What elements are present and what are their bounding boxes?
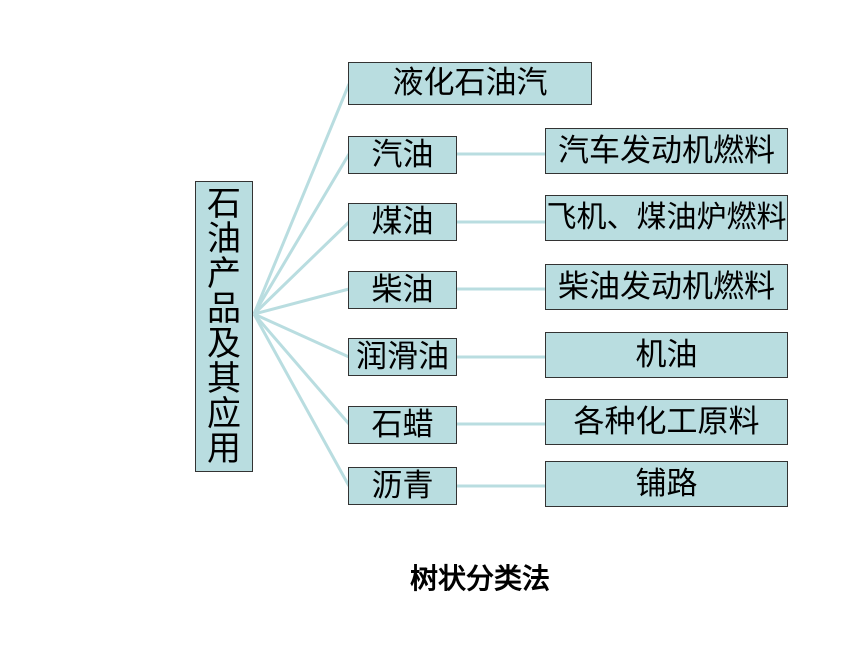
- use-node-kerosene: 飞机、煤油炉燃料: [545, 195, 788, 241]
- connector-root-diesel: [253, 287, 350, 316]
- root-label-char: 品: [207, 288, 241, 329]
- product-node-kerosene: 煤油: [348, 203, 457, 241]
- product-node-lpg: 液化石油汽: [348, 62, 592, 105]
- connector-root-asphalt: [252, 313, 351, 487]
- root-label-char: 用: [207, 428, 241, 469]
- diagram-caption: 树状分类法: [409, 562, 550, 595]
- product-node-lubricant: 润滑油: [348, 338, 457, 376]
- use-node-paraffin: 各种化工原料: [545, 399, 788, 445]
- product-node-asphalt: 沥青: [348, 467, 457, 505]
- root-label-char: 产: [207, 253, 241, 294]
- root-label-char: 石: [207, 183, 241, 224]
- use-node-asphalt: 铺路: [545, 461, 788, 507]
- product-node-diesel: 柴油: [348, 271, 457, 309]
- root-label-char: 及: [207, 323, 241, 364]
- use-node-gasoline: 汽车发动机燃料: [545, 128, 788, 174]
- connector-root-paraffin: [252, 313, 351, 425]
- connector-root-gasoline: [252, 153, 351, 315]
- root-label-char: 其: [207, 358, 241, 399]
- use-node-diesel: 柴油发动机燃料: [545, 264, 788, 310]
- connector-root-lpg: [252, 83, 351, 315]
- connector-root-kerosene: [252, 220, 351, 316]
- root-label-char: 油: [207, 218, 241, 259]
- product-node-gasoline: 汽油: [348, 136, 457, 174]
- product-node-paraffin: 石蜡: [348, 406, 457, 444]
- root-node: 石油产品及其应用: [195, 181, 253, 472]
- root-label-char: 应: [207, 393, 241, 434]
- connector-root-lubricant: [253, 312, 350, 359]
- use-node-lubricant: 机油: [545, 332, 788, 378]
